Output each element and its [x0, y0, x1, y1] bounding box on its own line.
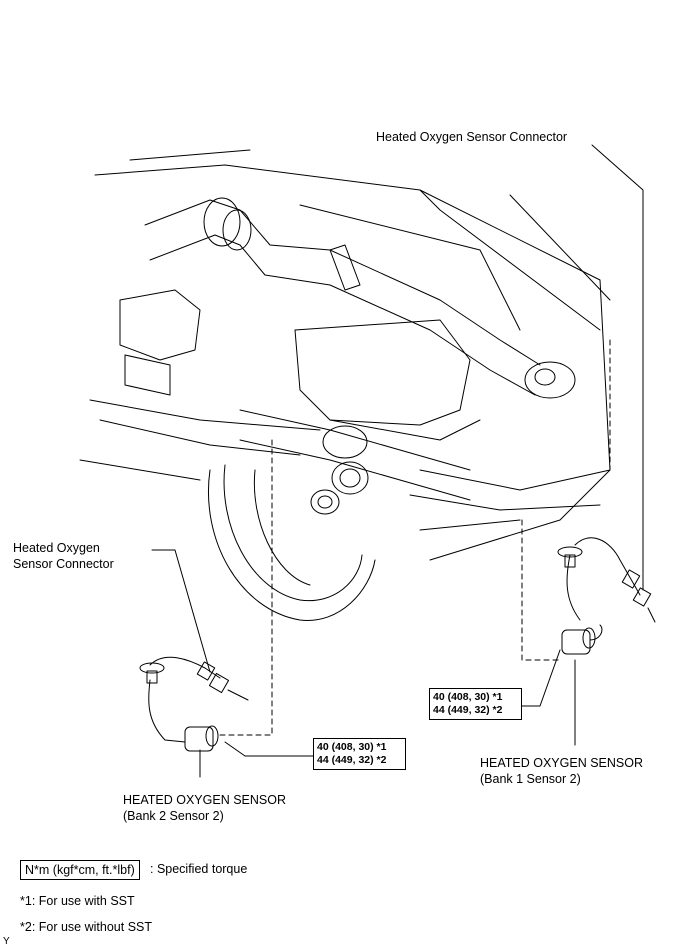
exhaust-pipe: [119, 197, 576, 399]
left-connector-label-line2: Sensor Connector: [13, 557, 114, 571]
right-sensor-assembly: [557, 537, 656, 655]
rear-axle: [239, 409, 471, 515]
left-sensor-label-line1: HEATED OXYGEN SENSOR: [123, 793, 286, 807]
tire: [208, 464, 376, 621]
dashed-leaders: [217, 339, 611, 736]
left-connector-label-line1: Heated Oxygen: [13, 541, 100, 555]
left-sensor-label-line2: (Bank 2 Sensor 2): [123, 809, 224, 823]
fuel-tank-shape: [294, 319, 481, 441]
body-panels: [79, 149, 611, 561]
left-sensor-assembly: [139, 656, 249, 752]
solid-leaders: [151, 144, 644, 778]
torque-box-left: 40 (408, 30) *1 44 (449, 32) *2: [313, 738, 406, 770]
torque-left-line1: 40 (408, 30) *1: [317, 741, 387, 753]
torque-unit-box: N*m (kgf*cm, ft.*lbf): [20, 860, 140, 880]
note-without-sst: *2: For use without SST: [20, 920, 153, 934]
top-connector-label: Heated Oxygen Sensor Connector: [376, 130, 568, 144]
right-sensor-label-line1: HEATED OXYGEN SENSOR: [480, 756, 643, 770]
right-sensor-label-line2: (Bank 1 Sensor 2): [480, 772, 581, 786]
torque-unit-description: : Specified torque: [150, 862, 248, 876]
corner-mark: Y: [3, 936, 10, 947]
torque-left-line2: 44 (449, 32) *2: [317, 754, 387, 766]
torque-right-line1: 40 (408, 30) *1: [433, 691, 503, 703]
note-with-sst: *1: For use with SST: [20, 894, 135, 908]
torque-box-right: 40 (408, 30) *1 44 (449, 32) *2: [429, 688, 522, 720]
torque-right-line2: 44 (449, 32) *2: [433, 704, 503, 716]
